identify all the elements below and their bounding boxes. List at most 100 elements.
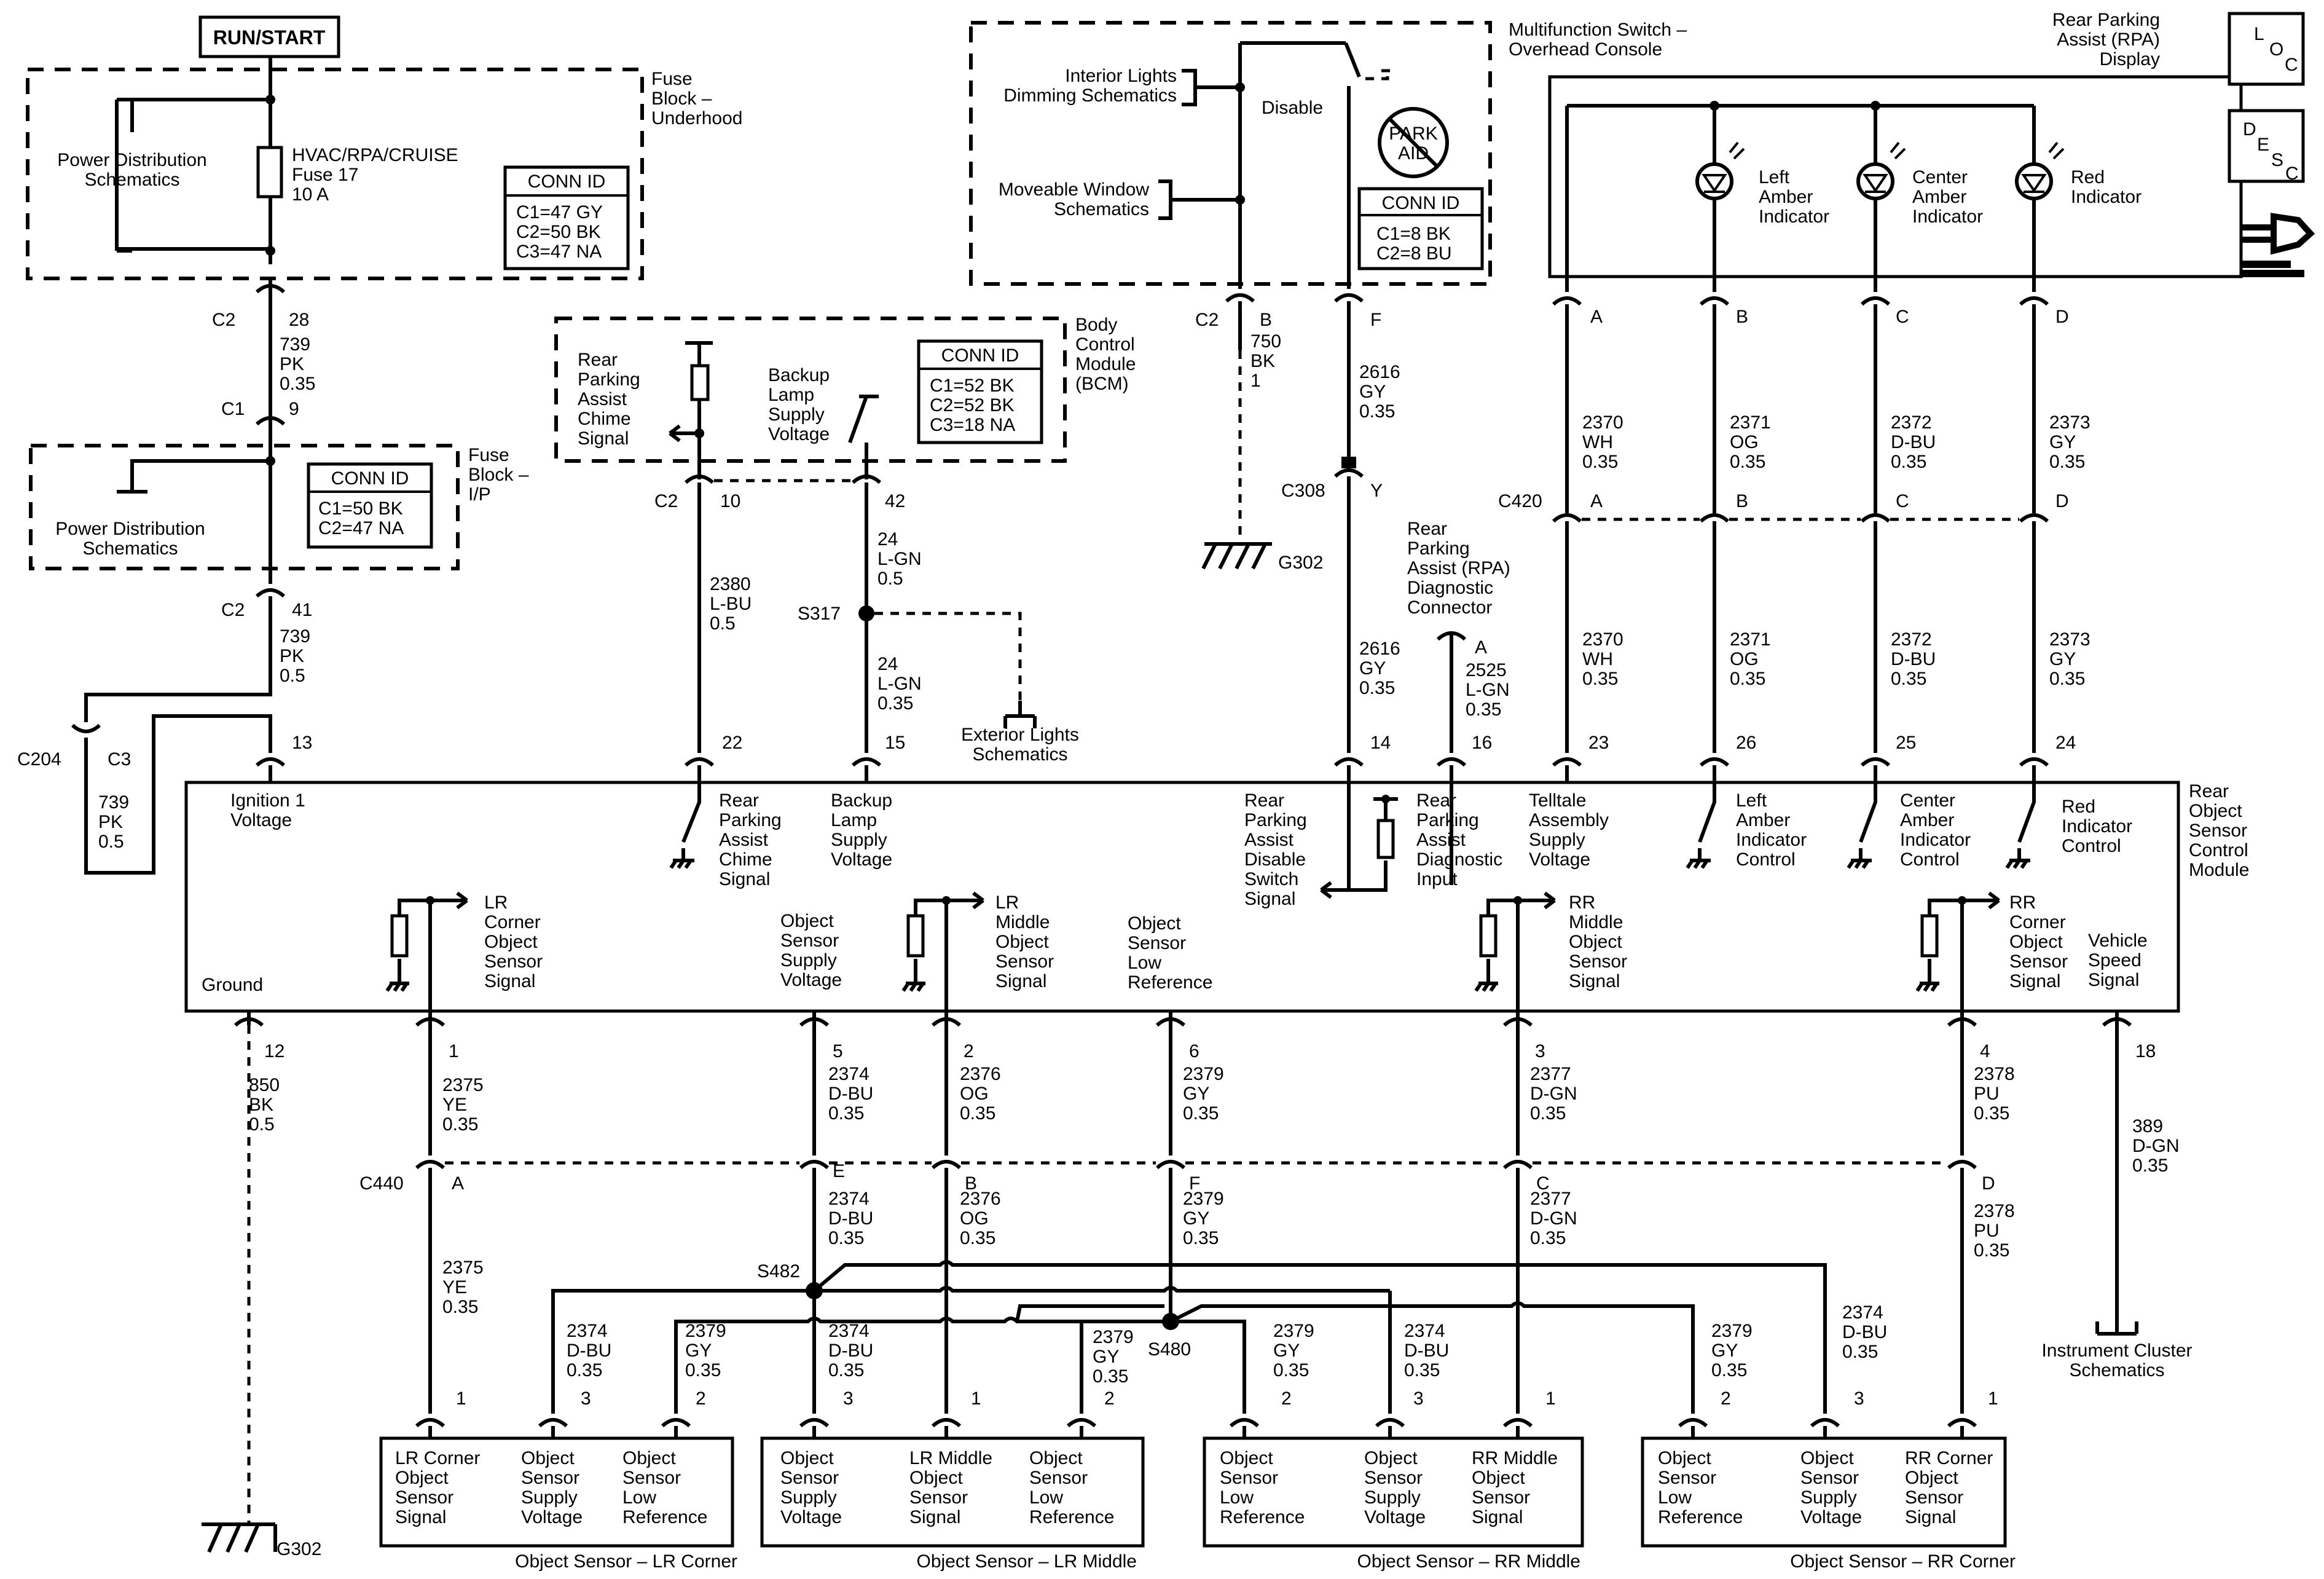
svg-text:RR Corner: RR Corner — [1905, 1448, 1993, 1468]
wire-2379-rr-middle: 2379 GY 0.35 — [1273, 1321, 1314, 1380]
svg-text:BK: BK — [1250, 351, 1275, 371]
rosm-chime-label: Rear Parking Assist Chime Signal — [719, 790, 782, 889]
svg-text:2379: 2379 — [1273, 1321, 1314, 1341]
wire-2375-upper: 2375 YE 0.35 — [442, 1075, 484, 1135]
instrument-cluster-label: Instrument Cluster Schematics — [2041, 1341, 2192, 1380]
wire-750: 750 BK 1 — [1250, 331, 1281, 391]
conn-id-underhood: CONN ID C1=47 GY C2=50 BK C3=47 NA — [503, 165, 630, 270]
svg-text:WH: WH — [1582, 649, 1613, 669]
svg-text:Voltage: Voltage — [768, 424, 830, 444]
svg-text:3: 3 — [581, 1388, 591, 1409]
svg-text:23: 23 — [1588, 733, 1609, 753]
loc-nav-icon[interactable]: L O C — [2228, 12, 2305, 86]
wire-2376-upper: 2376 OG 0.35 — [960, 1064, 1001, 1124]
interior-lights-label: Interior Lights Dimming Schematics — [1003, 66, 1177, 106]
wire-2371-lower: 2371 OG 0.35 — [1730, 629, 1771, 689]
svg-text:Schematics: Schematics — [2069, 1360, 2164, 1380]
svg-text:E: E — [2257, 135, 2269, 155]
pin-9: 9 — [289, 399, 299, 419]
svg-text:Sensor: Sensor — [1658, 1468, 1716, 1488]
svg-text:Display: Display — [2100, 49, 2160, 69]
svg-text:LR Corner: LR Corner — [395, 1448, 480, 1468]
svg-text:2379: 2379 — [1183, 1189, 1224, 1209]
svg-text:C: C — [2285, 55, 2298, 75]
wire-2378-upper: 2378 PU 0.35 — [1974, 1064, 2015, 1124]
svg-text:2373: 2373 — [2049, 412, 2090, 433]
g302-top-label: G302 — [1278, 553, 1323, 573]
svg-text:GY: GY — [1183, 1084, 1209, 1104]
svg-text:D-GN: D-GN — [2132, 1136, 2180, 1156]
pin-y: Y — [1370, 481, 1383, 501]
red-control-label: Red Indicator Control — [2062, 797, 2132, 856]
svg-text:Low: Low — [1658, 1487, 1692, 1508]
svg-text:Sensor: Sensor — [780, 931, 839, 951]
svg-text:Module: Module — [2189, 860, 2249, 880]
svg-text:Amber: Amber — [1759, 187, 1813, 207]
wire-2379-rr-corner: 2379 GY 0.35 — [1711, 1321, 1753, 1380]
rr-corner-signal-label: RR Corner Object Sensor Signal — [2009, 892, 2068, 991]
svg-text:Speed: Speed — [2088, 950, 2141, 971]
svg-text:Object: Object — [1029, 1448, 1083, 1468]
wire-2374-lr-corner: 2374 D-BU 0.35 — [567, 1321, 611, 1380]
svg-text:Sensor: Sensor — [1220, 1468, 1278, 1488]
svg-text:Vehicle: Vehicle — [2088, 931, 2148, 951]
svg-text:GY: GY — [2049, 649, 2076, 669]
svg-text:C1=50 BK: C1=50 BK — [318, 498, 403, 519]
svg-text:2377: 2377 — [1530, 1189, 1571, 1209]
svg-text:CONN ID: CONN ID — [1382, 193, 1460, 213]
lr-corner-signal-circuit — [385, 891, 468, 1025]
svg-text:D-BU: D-BU — [828, 1208, 873, 1229]
c204-label: C204 — [17, 749, 61, 770]
svg-text:Middle: Middle — [995, 912, 1050, 932]
svg-text:OG: OG — [1730, 432, 1759, 452]
svg-text:750: 750 — [1250, 331, 1281, 352]
svg-text:Red: Red — [2071, 167, 2105, 187]
s480-label: S480 — [1148, 1339, 1191, 1360]
svg-text:Schematics: Schematics — [84, 170, 179, 190]
svg-text:0.35: 0.35 — [1842, 1342, 1878, 1362]
svg-text:C2=47 NA: C2=47 NA — [318, 518, 404, 538]
svg-text:C440: C440 — [359, 1173, 404, 1194]
svg-text:Object: Object — [1658, 1448, 1711, 1468]
svg-text:HVAC/RPA/CRUISE: HVAC/RPA/CRUISE — [292, 145, 458, 165]
svg-text:2370: 2370 — [1582, 629, 1623, 650]
svg-text:2373: 2373 — [2049, 629, 2090, 650]
svg-text:Reference: Reference — [622, 1507, 707, 1527]
svg-text:2378: 2378 — [1974, 1201, 2015, 1221]
svg-text:Control: Control — [2189, 840, 2248, 860]
run-start-label: RUN/START — [213, 26, 326, 49]
svg-text:O: O — [2269, 39, 2283, 60]
svg-text:0.35: 0.35 — [1530, 1103, 1566, 1124]
svg-text:GY: GY — [1093, 1347, 1119, 1367]
fuse-block-ip-title: Fuse Block – I/P — [468, 445, 529, 505]
svg-text:0.5: 0.5 — [280, 666, 305, 686]
svg-text:PU: PU — [1974, 1221, 2000, 1241]
conn-id-mfs: CONN ID C1=8 BK C2=8 BU — [1357, 187, 1484, 270]
svg-text:Parking: Parking — [1407, 538, 1470, 559]
svg-text:Object: Object — [2009, 932, 2063, 952]
svg-text:2374: 2374 — [567, 1321, 608, 1341]
wire-2372-upper: 2372 D-BU 0.35 — [1891, 412, 1936, 472]
svg-text:0.35: 0.35 — [1273, 1360, 1309, 1380]
svg-text:(BCM): (BCM) — [1075, 374, 1129, 394]
s317-label: S317 — [798, 604, 841, 624]
svg-text:14: 14 — [1370, 733, 1391, 753]
svg-text:2378: 2378 — [1974, 1064, 2015, 1084]
svg-text:2374: 2374 — [1404, 1321, 1445, 1341]
svg-text:0.5: 0.5 — [877, 569, 903, 589]
svg-text:Signal: Signal — [1472, 1507, 1523, 1527]
svg-text:Signal: Signal — [484, 971, 535, 991]
svg-text:Lamp: Lamp — [768, 385, 814, 405]
svg-text:Parking: Parking — [1416, 810, 1479, 830]
svg-text:2376: 2376 — [960, 1189, 1001, 1209]
svg-text:0.35: 0.35 — [1359, 401, 1395, 422]
red-indicator-label: Red Indicator — [2071, 167, 2141, 207]
svg-text:Signal: Signal — [2009, 971, 2060, 991]
svg-text:Sensor: Sensor — [1905, 1487, 1963, 1508]
desc-nav-icon[interactable]: D E S C — [2228, 109, 2305, 184]
multifunction-switch-box — [969, 21, 1492, 286]
connector-wrench-icon[interactable] — [2242, 213, 2315, 277]
wire-2370-upper: 2370 WH 0.35 — [1582, 412, 1623, 472]
svg-text:Object: Object — [521, 1448, 575, 1468]
svg-text:Supply: Supply — [780, 1487, 837, 1508]
